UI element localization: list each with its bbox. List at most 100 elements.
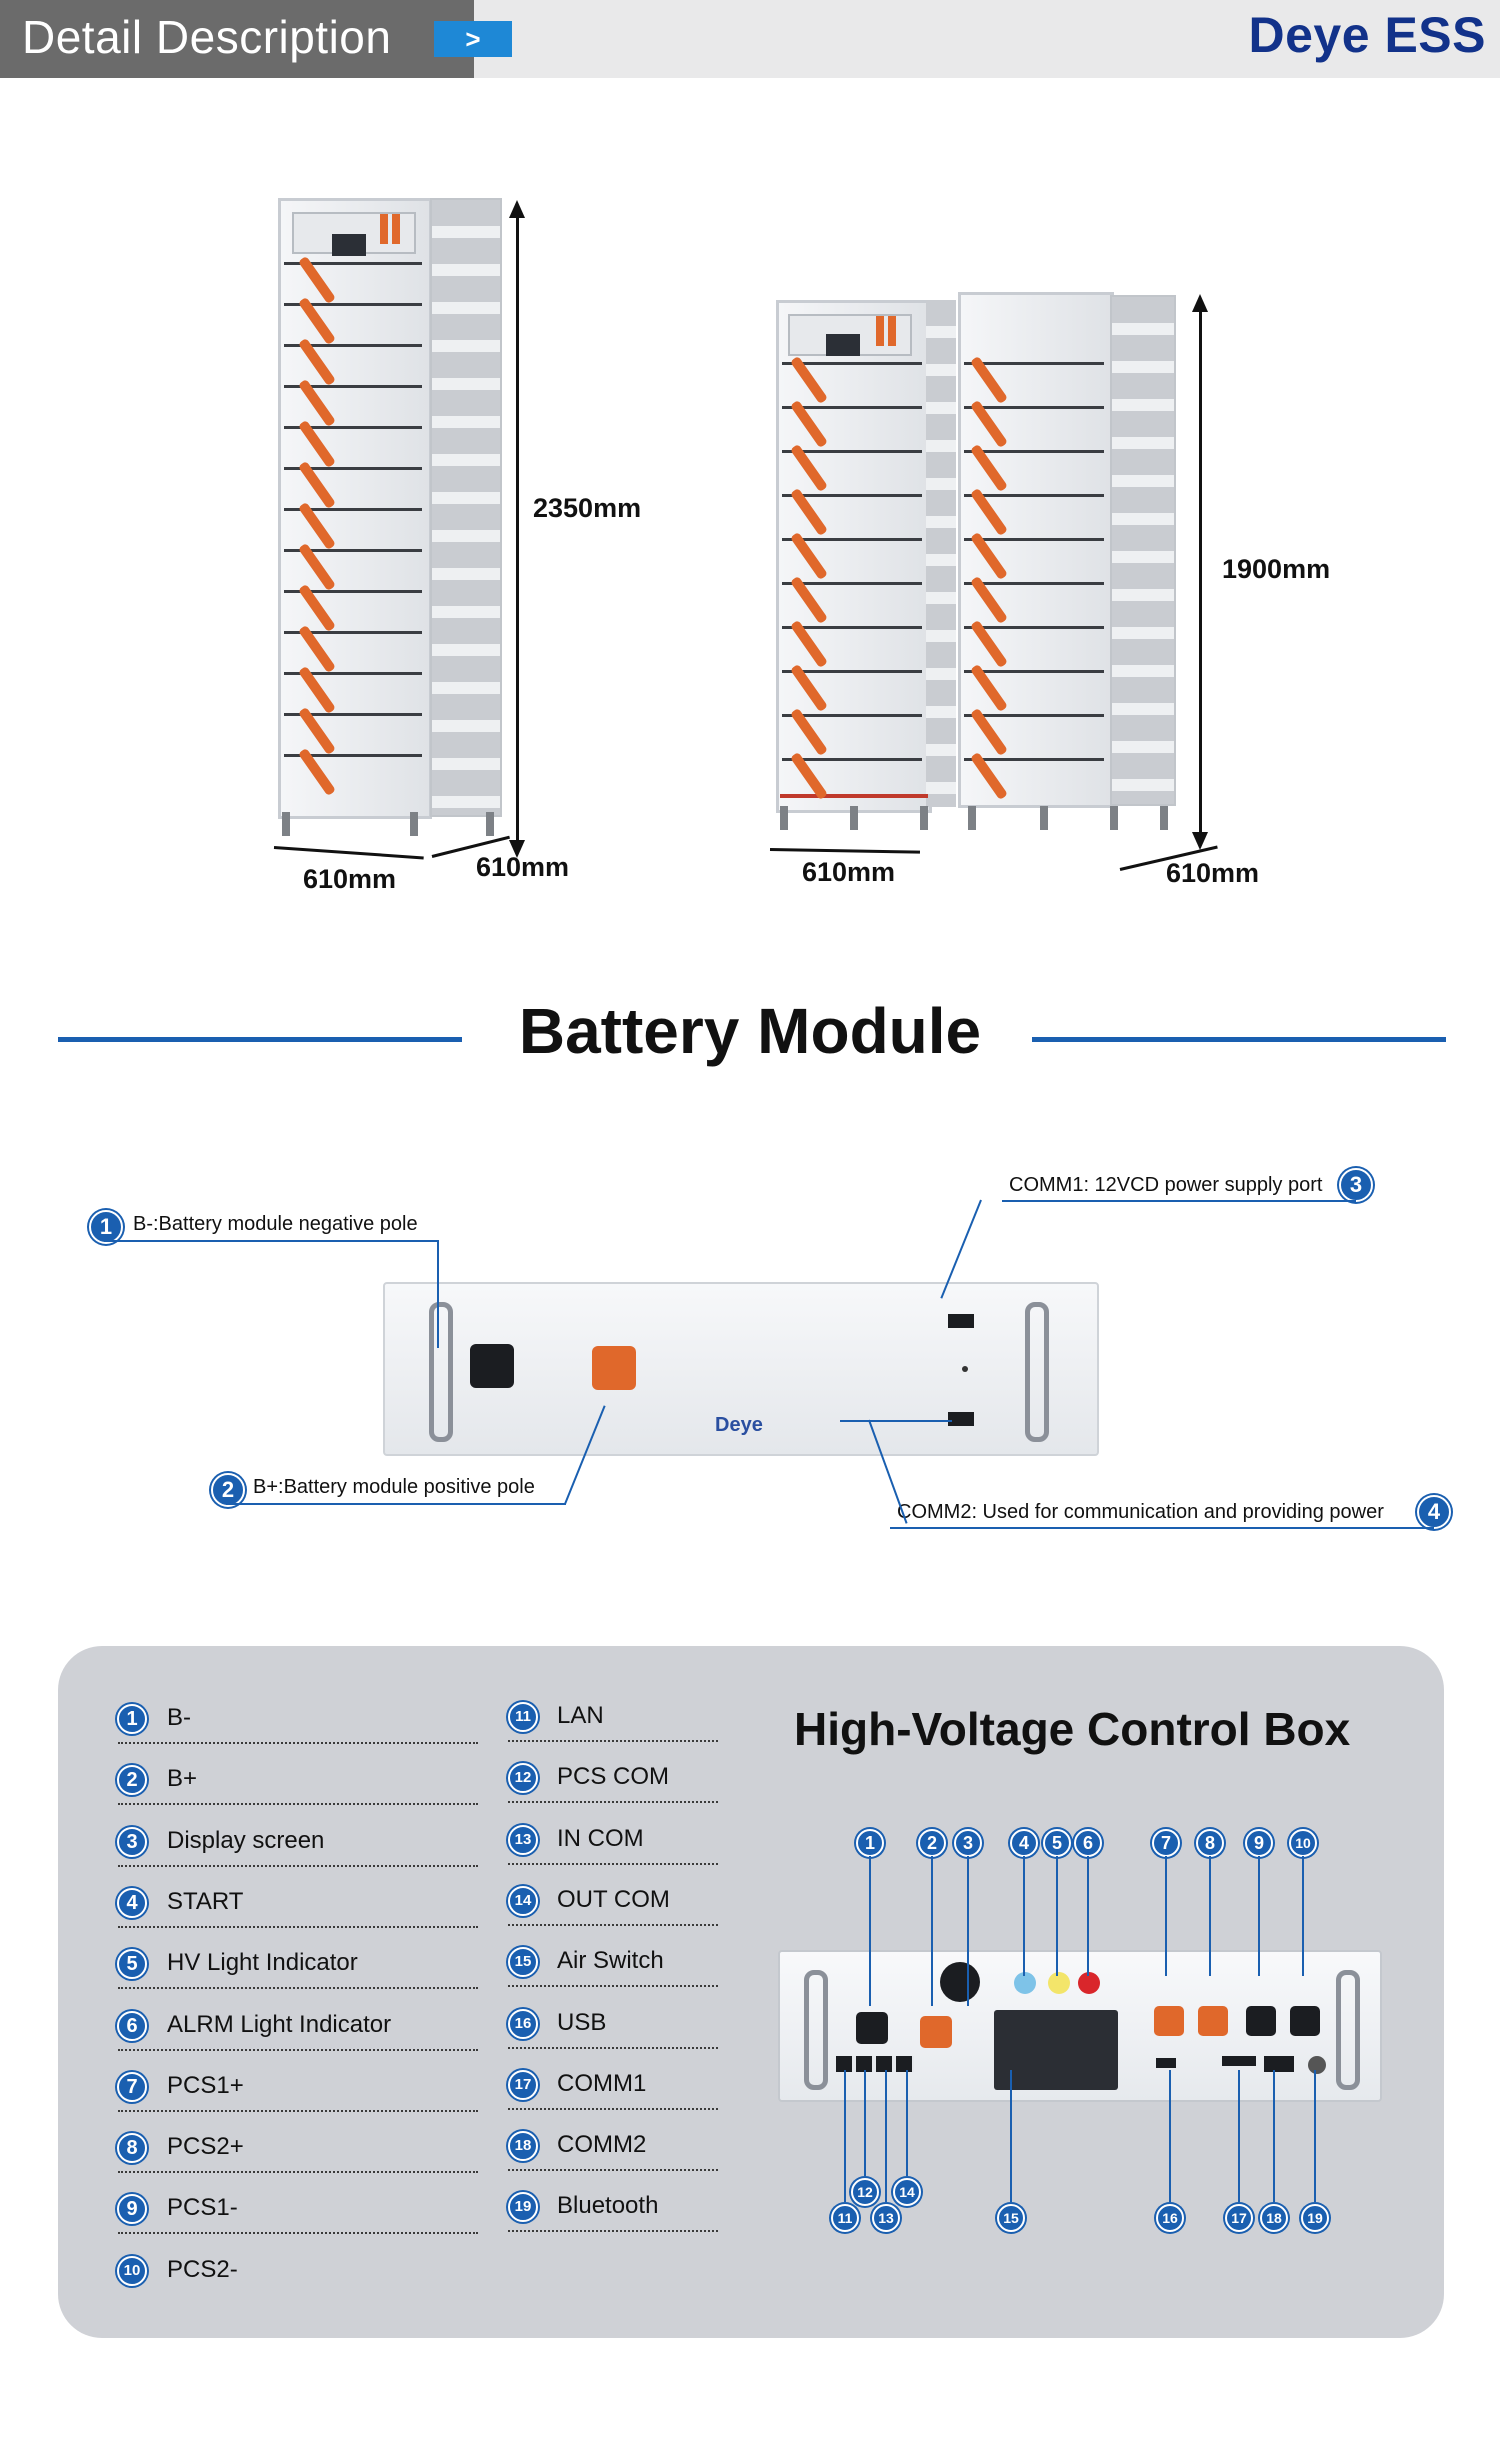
marker-leader (1302, 1856, 1304, 1976)
list-divider (118, 1803, 478, 1806)
rack-shelf (284, 385, 422, 388)
air-switch (994, 2010, 1118, 2090)
top-marker: 1 (856, 1829, 884, 1857)
rack-shelf (782, 670, 922, 673)
list-number: 12 (508, 1763, 538, 1794)
top-marker: 3 (954, 1829, 982, 1857)
pcs1-plus-port (1154, 2006, 1184, 2036)
rack-shelf (284, 467, 422, 470)
handle-right (1336, 1970, 1360, 2090)
rack-shelf (284, 426, 422, 429)
rack-shelf (284, 508, 422, 511)
bluetooth-antenna (1308, 2056, 1326, 2074)
b-minus-port (856, 2012, 888, 2044)
top-marker: 7 (1152, 1829, 1180, 1857)
list-item: START (167, 1887, 244, 1915)
list-item: B+ (167, 1765, 198, 1793)
marker-leader (1056, 1856, 1058, 1976)
top-marker: 8 (1196, 1829, 1224, 1857)
list-item: PCS COM (557, 1763, 670, 1791)
rack-shelf (284, 754, 422, 757)
bottom-marker: 17 (1225, 2204, 1253, 2232)
top-marker: 2 (918, 1829, 946, 1857)
right-height-label: 1900mm (1222, 554, 1331, 584)
rack-leg (486, 812, 494, 836)
section-title: Battery Module (518, 995, 982, 1067)
control-box-title: High-Voltage Control Box (794, 1703, 1351, 1755)
list-divider (118, 2232, 478, 2235)
comm2-port (1264, 2056, 1294, 2072)
bottom-marker: 12 (851, 2178, 879, 2206)
rack-leg (920, 806, 928, 830)
rack-leg (850, 806, 858, 830)
rack-leg (1110, 806, 1118, 830)
list-item: COMM1 (557, 2069, 647, 2097)
list-divider (508, 1862, 718, 1865)
rack-shelf (284, 713, 422, 716)
list-item: LAN (557, 1702, 604, 1729)
callout-number: 1 (89, 1210, 123, 1244)
marker-leader (1087, 1856, 1089, 1976)
marker-leader (1258, 1856, 1260, 1976)
rack-shelf (782, 582, 922, 585)
control-box-image (778, 1950, 1382, 2102)
callout-number: 3 (1339, 1168, 1373, 1202)
left-depth-label: 610mm (476, 852, 570, 882)
rack-leg (1040, 806, 1048, 830)
list-number: 9 (117, 2194, 147, 2225)
left-height-label: 2350mm (533, 493, 642, 523)
hv-light-indicator (1048, 1972, 1070, 1994)
marker-leader (931, 1856, 933, 2006)
rack-leg (410, 812, 418, 836)
marker-leader (1238, 2070, 1240, 2202)
marker-leader (1273, 2070, 1275, 2202)
start-button (1014, 1972, 1036, 1994)
rack-leg (1160, 806, 1168, 830)
display-screen (940, 1962, 980, 2002)
left-width-label: 610mm (303, 864, 397, 894)
width-dimension-line (273, 846, 424, 860)
callout-underline (226, 1503, 566, 1505)
pcs2-minus-port (1290, 2006, 1320, 2036)
marker-leader (1023, 1856, 1025, 1976)
marker-leader (1165, 1856, 1167, 1976)
list-item: PCS2+ (167, 2133, 244, 2161)
bottom-marker: 16 (1156, 2204, 1184, 2232)
list-number: 8 (117, 2133, 147, 2164)
list-number: 17 (508, 2069, 538, 2100)
list-number: 18 (508, 2131, 538, 2162)
bottom-marker: 15 (997, 2204, 1025, 2232)
arrow-up-icon (509, 200, 525, 218)
rack-shelf (284, 549, 422, 552)
handle-right (1025, 1302, 1049, 1442)
list-divider (508, 2107, 718, 2110)
list-item: Bluetooth (557, 2192, 659, 2220)
marker-leader (1010, 2070, 1012, 2202)
comm1-port (1222, 2056, 1256, 2066)
list-item: Display screen (167, 1826, 325, 1854)
rack-leg (968, 806, 976, 830)
right-width-label: 610mm (802, 857, 896, 887)
rack-shelf (964, 758, 1104, 761)
arrow-down-icon (1192, 832, 1208, 850)
marker-leader (869, 1856, 871, 2006)
list-divider (118, 1925, 478, 1928)
handle-left (804, 1970, 828, 2090)
top-marker: 5 (1043, 1829, 1071, 1857)
rack-shelf (782, 494, 922, 497)
callout-leader (840, 1420, 952, 1422)
bottom-marker: 13 (872, 2204, 900, 2232)
rack-shelf (964, 362, 1104, 365)
chevron-right-icon[interactable]: > (434, 21, 512, 57)
arrow-up-icon (1192, 294, 1208, 312)
comm2-port (948, 1412, 974, 1426)
bottom-marker: 11 (831, 2204, 859, 2232)
list-number: 19 (508, 2192, 538, 2223)
rack-leg (282, 812, 290, 836)
height-dimension-line (1199, 302, 1202, 840)
rack-shelf (782, 406, 922, 409)
list-divider (118, 1742, 478, 1744)
bottom-marker: 14 (893, 2178, 921, 2206)
rack-shelf (964, 450, 1104, 453)
rack-shelf (782, 626, 922, 629)
